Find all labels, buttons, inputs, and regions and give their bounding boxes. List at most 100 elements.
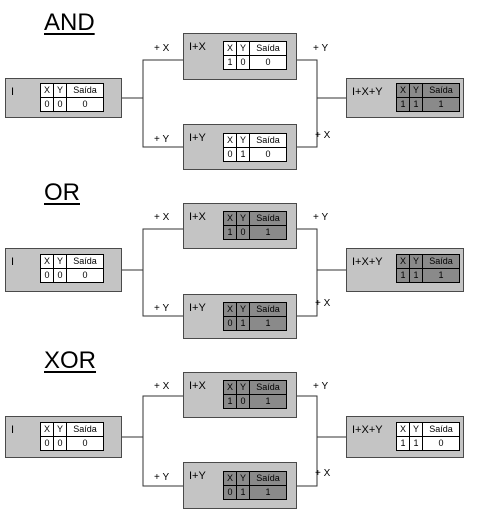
edge-label: + Y: [313, 381, 329, 392]
node-label: I: [11, 256, 15, 268]
table-cell: 1: [236, 485, 250, 500]
table-header: Y: [236, 302, 250, 317]
table-cell: 0: [66, 268, 104, 283]
edge-label: + X: [154, 43, 170, 54]
table-cell: 0: [223, 316, 237, 331]
edge-label: + Y: [154, 134, 170, 145]
table-cell: 1: [409, 97, 423, 112]
table-header: X: [40, 422, 54, 437]
table-cell: 1: [409, 436, 423, 451]
table-cell: 0: [236, 394, 250, 409]
edge-label: + Y: [154, 303, 170, 314]
node-label: I+Y: [189, 132, 206, 144]
node-label: I: [11, 424, 15, 436]
table-cell: 0: [223, 485, 237, 500]
edge-label: + X: [154, 381, 170, 392]
node-label: I+Y: [189, 470, 206, 482]
table-header: Y: [53, 422, 67, 437]
table-cell: 1: [249, 485, 287, 500]
table-header: X: [223, 380, 237, 395]
table-header: X: [40, 254, 54, 269]
table-header: Y: [409, 254, 423, 269]
table-header: Y: [236, 133, 250, 148]
node-label: I+X+Y: [352, 424, 383, 436]
node-label: I+X: [189, 211, 206, 223]
table-header: Y: [236, 41, 250, 56]
table-cell: 0: [223, 147, 237, 162]
table-header: Y: [53, 254, 67, 269]
table-header: Saída: [249, 380, 287, 395]
table-header: X: [223, 133, 237, 148]
edge-label: + Y: [154, 472, 170, 483]
edge-label: + Y: [313, 43, 329, 54]
node-label: I+X+Y: [352, 86, 383, 98]
table-cell: 0: [249, 147, 287, 162]
table-header: Saída: [249, 133, 287, 148]
table-cell: 1: [249, 316, 287, 331]
table-cell: 1: [223, 225, 237, 240]
table-cell: 0: [66, 97, 104, 112]
table-header: X: [223, 211, 237, 226]
table-header: Y: [409, 422, 423, 437]
node-label: I+X: [189, 380, 206, 392]
table-cell: 1: [236, 147, 250, 162]
table-cell: 1: [223, 394, 237, 409]
section-title-xor: XOR: [44, 347, 97, 374]
table-header: Y: [236, 211, 250, 226]
table-header: Saída: [249, 211, 287, 226]
edge-label: + X: [315, 468, 331, 479]
table-cell: 1: [396, 268, 410, 283]
table-cell: 1: [249, 394, 287, 409]
table-cell: 0: [236, 225, 250, 240]
table-cell: 1: [396, 97, 410, 112]
table-header: Saída: [66, 83, 104, 98]
table-header: Saída: [422, 83, 460, 98]
edge-label: + X: [315, 298, 331, 309]
table-cell: 0: [249, 55, 287, 70]
table-header: X: [396, 422, 410, 437]
node-label: I+X: [189, 41, 206, 53]
edge-label: + X: [315, 130, 331, 141]
table-cell: 1: [223, 55, 237, 70]
table-cell: 1: [249, 225, 287, 240]
table-header: Y: [236, 380, 250, 395]
table-cell: 0: [66, 436, 104, 451]
table-cell: 0: [53, 268, 67, 283]
table-cell: 1: [236, 316, 250, 331]
table-header: X: [223, 471, 237, 486]
section-title-and: AND: [44, 9, 95, 36]
table-header: Saída: [66, 422, 104, 437]
table-header: Saída: [66, 254, 104, 269]
table-cell: 1: [422, 268, 460, 283]
table-header: X: [396, 83, 410, 98]
table-cell: 0: [422, 436, 460, 451]
table-header: Y: [409, 83, 423, 98]
table-cell: 0: [40, 436, 54, 451]
table-cell: 0: [53, 436, 67, 451]
table-header: Saída: [422, 422, 460, 437]
table-cell: 1: [422, 97, 460, 112]
table-cell: 0: [40, 97, 54, 112]
table-cell: 1: [409, 268, 423, 283]
